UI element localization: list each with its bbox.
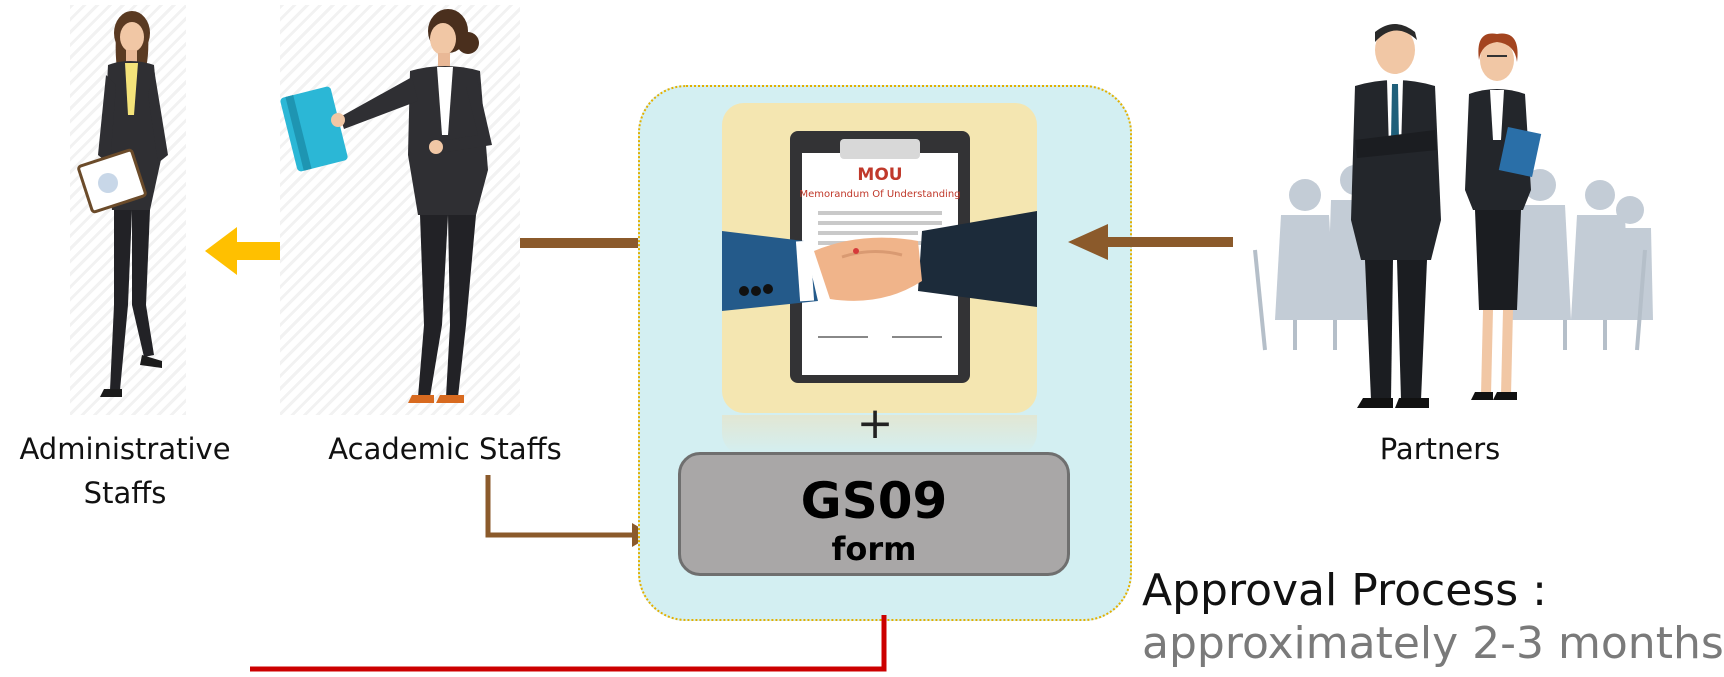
plus-sign: + <box>856 398 894 449</box>
administrative-staff-figure <box>70 5 186 415</box>
approval-duration: approximately 2-3 months <box>1142 618 1724 669</box>
mou-card-reflection <box>722 415 1037 455</box>
approval-process-title: Approval Process : <box>1142 565 1547 616</box>
mou-title: MOU <box>857 165 903 185</box>
gs09-form-box: GS09 form <box>678 452 1070 576</box>
gs09-form-title: GS09 <box>800 472 948 530</box>
arrow-left-icon <box>1068 224 1233 260</box>
partners-figure <box>1235 20 1655 425</box>
academic-staffs-label: Academic Staffs <box>328 432 562 466</box>
academic-staff-figure <box>280 5 520 415</box>
mou-subtitle: Memorandum Of Understanding <box>799 189 961 200</box>
mou-card: MOU Memorandum Of Understanding <box>722 103 1037 413</box>
gs09-form-subtitle: form <box>831 530 917 568</box>
administrative-label-line2: Staffs <box>83 476 167 510</box>
approval-connector-line <box>250 615 887 672</box>
administrative-label-line1: Administrative <box>19 432 231 466</box>
administrative-staffs-label: Administrative Staffs <box>0 427 250 515</box>
handshake-icon <box>722 211 1037 311</box>
businesswoman-folder-icon <box>280 9 492 403</box>
partners-label: Partners <box>1379 432 1501 466</box>
businesswoman-clipboard-icon <box>77 11 168 397</box>
business-partners-icon <box>1253 24 1653 408</box>
